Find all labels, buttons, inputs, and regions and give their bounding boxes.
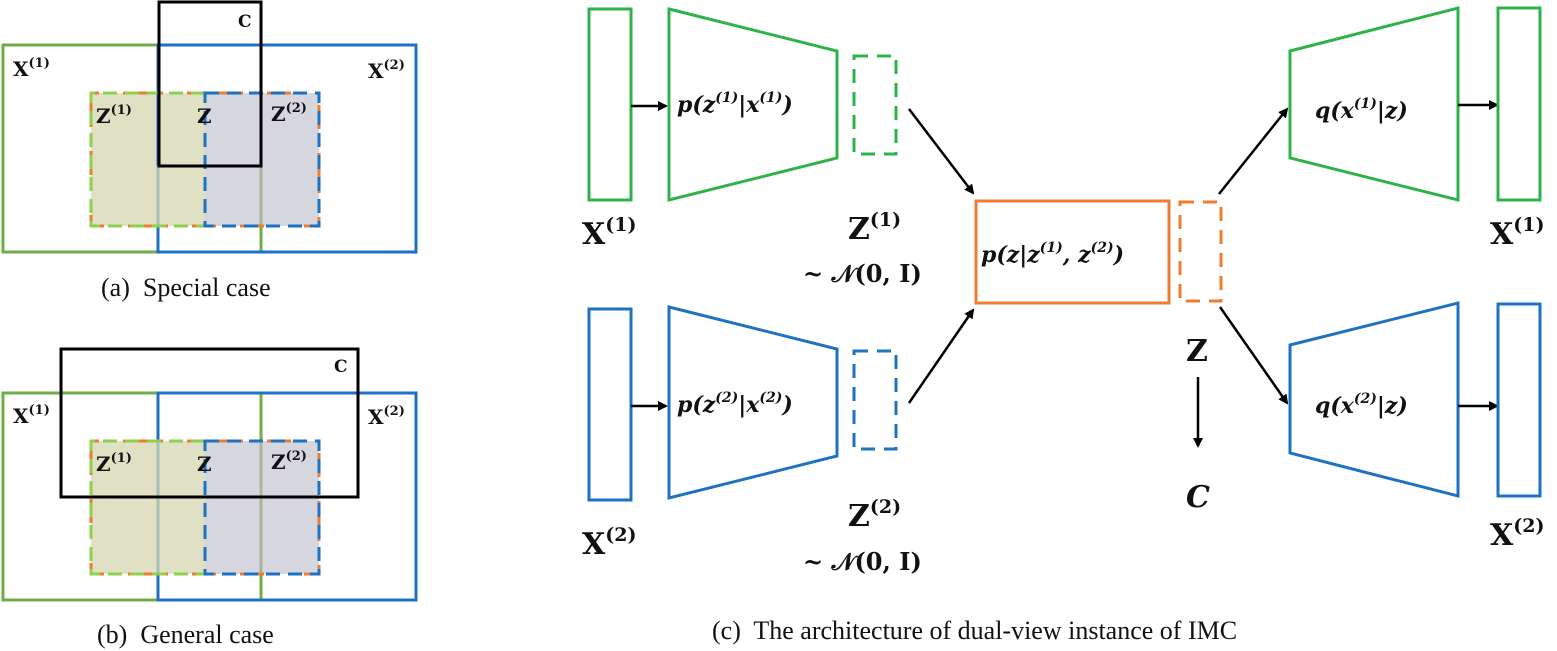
c-label: C	[334, 357, 348, 377]
z1-label: Z(1)	[96, 451, 132, 476]
encoder2-trapezoid	[667, 305, 839, 500]
input-x2-block	[587, 307, 633, 502]
z1-label: Z(1)	[96, 103, 132, 128]
latent-z2-dashed-block	[852, 349, 898, 451]
encoder1-trapezoid	[667, 7, 839, 202]
encoder2-label: p(z(2)|x(2))	[677, 390, 793, 418]
z1-region	[91, 93, 205, 226]
latent-z-label: Z	[1186, 334, 1208, 369]
c-set-box	[157, 0, 263, 168]
c-label: C	[238, 12, 252, 32]
z2-dashed-border	[203, 439, 321, 576]
latent-z1-prior: ~ 𝒩(0, I)	[803, 259, 922, 288]
latent-z1-label: Z(1)	[848, 209, 901, 247]
z2-label: Z(2)	[271, 101, 307, 126]
x2-label: X(2)	[368, 58, 405, 83]
input-x1-label: X(1)	[582, 214, 636, 252]
panel-b-general-case: C X(1) X(2) Z(1) Z Z(2) (b) General case	[1, 347, 418, 649]
x1-label: X(1)	[13, 56, 50, 81]
decoder1-trapezoid	[1288, 6, 1460, 202]
encoder1-label: p(z(1)|x(1))	[677, 90, 793, 118]
input-x1-block	[587, 7, 633, 202]
fusion-block	[974, 199, 1171, 305]
z1-dashed-border	[89, 91, 205, 228]
output-x2-label: X(2)	[1490, 515, 1544, 553]
z1-dashed-border	[89, 439, 205, 576]
caption-a: (a) Special case	[101, 273, 271, 302]
decoder2-label: q(x(2)|z)	[1315, 391, 1408, 419]
panel-c-architecture: p(z(1)|x(1)) p(z(2)|x(2)) p(z|z(1), z(2)…	[582, 6, 1544, 645]
x1-label: X(1)	[13, 403, 50, 428]
input-x2-label: X(2)	[582, 524, 636, 562]
caption-b: (b) General case	[97, 620, 274, 649]
z-label: Z	[197, 104, 212, 128]
decoder2-trapezoid	[1288, 301, 1460, 498]
z2-dashed-border	[203, 91, 321, 228]
z-label: Z	[197, 452, 212, 476]
output-x2-block	[1496, 302, 1542, 498]
c-set-box	[59, 347, 360, 499]
output-x1-block	[1496, 6, 1542, 202]
latent-z-dashed-block	[1178, 200, 1223, 303]
panel-a-special-case: C X(1) X(2) Z(1) Z Z(2) (a) Special case	[1, 0, 418, 302]
arrow-z2-to-fusion	[907, 308, 975, 404]
caption-c: (c) The architecture of dual-view instan…	[712, 616, 1237, 645]
x2-label: X(2)	[368, 404, 405, 429]
output-x1-label: X(1)	[1490, 214, 1544, 252]
decoder1-label: q(x(1)|z)	[1315, 96, 1408, 124]
latent-z1-dashed-block	[852, 54, 898, 156]
latent-z2-prior: ~ 𝒩(0, I)	[803, 547, 922, 576]
arrow-z-to-decoder2	[1218, 306, 1289, 405]
latent-z2-label: Z(2)	[848, 496, 901, 534]
cluster-c-label: C	[1186, 480, 1210, 515]
z2-label: Z(2)	[271, 449, 307, 474]
arrow-z1-to-fusion	[908, 108, 975, 195]
fusion-label: p(z|z(1), z(2))	[981, 240, 1124, 268]
arrow-z-to-decoder1	[1218, 107, 1289, 195]
z1-region	[91, 441, 205, 574]
